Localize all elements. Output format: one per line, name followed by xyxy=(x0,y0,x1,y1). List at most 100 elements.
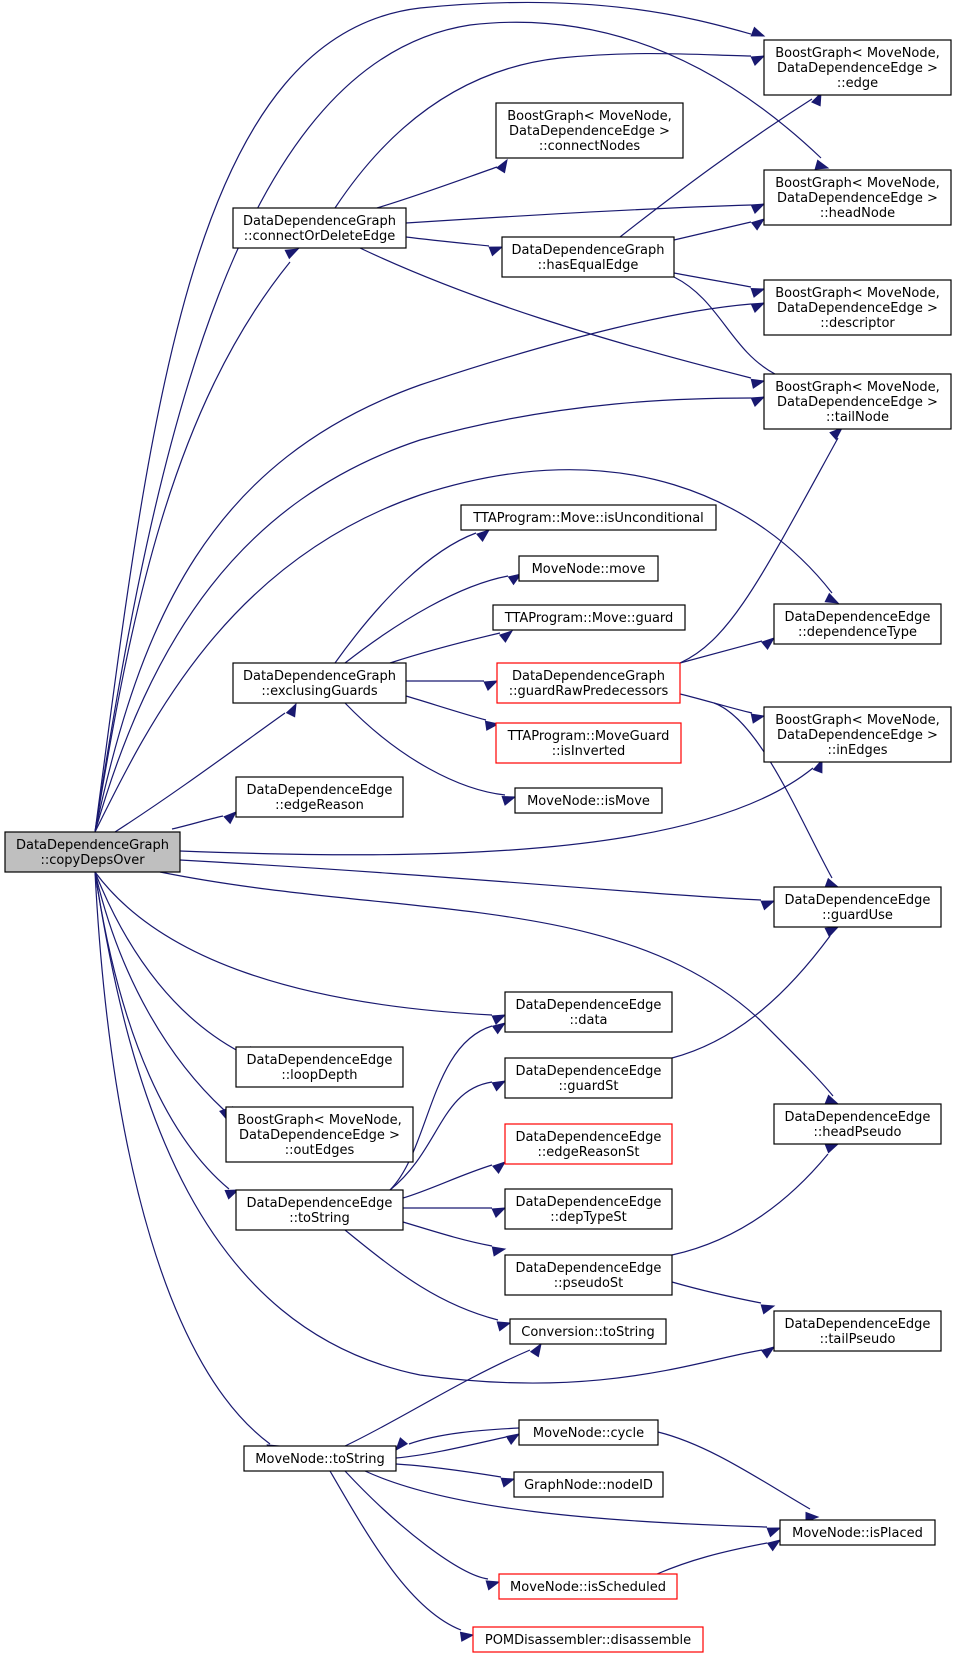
node-conv_toString[interactable]: Conversion::toString xyxy=(509,1318,667,1345)
node-box xyxy=(4,831,181,873)
node-mn_move[interactable]: MoveNode::move xyxy=(518,555,659,582)
edges-layer xyxy=(94,1,844,1642)
edge-root-to-dde_loopDepth xyxy=(94,871,252,1060)
edge-line xyxy=(679,437,839,664)
node-dde_headPseudo[interactable]: DataDependenceEdge::headPseudo xyxy=(773,1103,942,1145)
node-dde_toString[interactable]: DataDependenceEdge::toString xyxy=(235,1189,404,1231)
node-mn_cycle[interactable]: MoveNode::cycle xyxy=(518,1419,659,1446)
node-bg_edge[interactable]: BoostGraph< MoveNode,DataDependenceEdge … xyxy=(763,39,952,96)
edge-line xyxy=(671,1153,829,1256)
edge-ddg_guardRawPredecessors-to-bg_inEdges xyxy=(679,693,766,724)
node-mn_toString[interactable]: MoveNode::toString xyxy=(243,1445,397,1472)
node-label-line: BoostGraph< MoveNode, xyxy=(775,380,940,395)
node-label-line: DataDependenceEdge xyxy=(516,1261,662,1276)
node-label-line: ::loopDepth xyxy=(281,1068,357,1083)
node-label-line: DataDependenceGraph xyxy=(511,243,664,258)
node-ddg_hasEqualEdge[interactable]: DataDependenceGraph::hasEqualEdge xyxy=(501,236,675,278)
edge-line xyxy=(94,871,271,1445)
arrow-head-icon xyxy=(491,1246,507,1257)
node-bg_outEdges[interactable]: BoostGraph< MoveNode,DataDependenceEdge … xyxy=(225,1106,414,1163)
node-bg_inEdges[interactable]: BoostGraph< MoveNode,DataDependenceEdge … xyxy=(763,706,952,763)
node-dde_guardUse[interactable]: DataDependenceEdge::guardUse xyxy=(773,886,942,928)
node-label-line: MoveNode::move xyxy=(532,562,646,577)
node-ddg_exclusingGuards[interactable]: DataDependenceGraph::exclusingGuards xyxy=(232,662,407,704)
arrow-head-icon xyxy=(483,680,499,691)
node-label-line: ::pseudoSt xyxy=(554,1276,624,1291)
node-label-line: ::edge xyxy=(837,76,878,91)
edge-line xyxy=(389,1025,493,1191)
edge-line xyxy=(344,1229,499,1321)
node-tta_guard[interactable]: TTAProgram::Move::guard xyxy=(492,604,686,631)
node-dde_depTypeSt[interactable]: DataDependenceEdge::depTypeSt xyxy=(504,1188,673,1230)
edge-dde_toString-to-dde_pseudoSt xyxy=(402,1221,507,1257)
node-label-line: ::guardRawPredecessors xyxy=(509,684,669,699)
node-dde_tailPseudo[interactable]: DataDependenceEdge::tailPseudo xyxy=(773,1310,942,1352)
node-mn_isPlaced[interactable]: MoveNode::isPlaced xyxy=(779,1519,936,1546)
node-box xyxy=(513,1471,664,1498)
arrow-head-icon xyxy=(811,91,822,107)
node-gn_nodeID[interactable]: GraphNode::nodeID xyxy=(513,1471,664,1498)
node-ddg_guardRawPredecessors[interactable]: DataDependenceGraph::guardRawPredecessor… xyxy=(496,662,681,704)
node-label-line: DataDependenceEdge xyxy=(785,893,931,908)
node-dde_data[interactable]: DataDependenceEdge::data xyxy=(504,991,673,1033)
edge-root-to-bg_headNode xyxy=(94,21,830,833)
edge-root-to-ddg_exclusingGuards xyxy=(114,702,297,833)
node-mn_isMove[interactable]: MoveNode::isMove xyxy=(514,787,663,814)
node-pom_disassemble[interactable]: POMDisassembler::disassemble xyxy=(472,1626,704,1653)
node-bg_descriptor[interactable]: BoostGraph< MoveNode,DataDependenceEdge … xyxy=(763,279,952,336)
node-label-line: DataDependenceEdge xyxy=(247,1053,393,1068)
node-label-line: DataDependenceEdge > xyxy=(777,301,938,316)
arrow-head-icon xyxy=(459,1631,475,1642)
edge-dde_toString-to-dde_edgeReasonSt xyxy=(402,1161,507,1199)
arrow-head-icon xyxy=(491,1014,507,1025)
arrow-head-icon xyxy=(498,630,514,643)
node-label-line: ::guardSt xyxy=(559,1079,619,1094)
node-label-line: MoveNode::isMove xyxy=(527,794,650,809)
arrow-head-icon xyxy=(824,1094,840,1105)
edge-ddg_exclusingGuards-to-tta_isInverted xyxy=(405,695,500,731)
node-dde_edgeReasonSt[interactable]: DataDependenceEdge::edgeReasonSt xyxy=(504,1123,673,1165)
node-dde_loopDepth[interactable]: DataDependenceEdge::loopDepth xyxy=(235,1046,404,1088)
node-label-line: DataDependenceGraph xyxy=(512,669,665,684)
node-dde_edgeReason[interactable]: DataDependenceEdge::edgeReason xyxy=(235,776,404,818)
node-label-line: DataDependenceEdge xyxy=(516,1130,662,1145)
node-root[interactable]: DataDependenceGraph::copyDepsOver xyxy=(4,831,181,873)
edge-dde_pseudoSt-to-dde_tailPseudo xyxy=(671,1281,776,1315)
edge-line xyxy=(389,1081,493,1191)
node-label-line: ::outEdges xyxy=(285,1143,355,1158)
node-box xyxy=(504,991,673,1033)
arrow-head-icon xyxy=(750,713,766,724)
edge-root-to-dde_guardUse xyxy=(179,859,776,911)
edge-line xyxy=(94,397,752,833)
node-label-line: DataDependenceEdge xyxy=(247,783,393,798)
node-tta_isUnconditional[interactable]: TTAProgram::Move::isUnconditional xyxy=(460,504,717,531)
node-dde_pseudoSt[interactable]: DataDependenceEdge::pseudoSt xyxy=(504,1254,673,1296)
node-ddg_connectOrDeleteEdge[interactable]: DataDependenceGraph::connectOrDeleteEdge xyxy=(232,207,407,249)
edge-ddg_exclusingGuards-to-tta_guard xyxy=(389,630,514,664)
edge-line xyxy=(408,1427,520,1445)
edge-root-to-dde_edgeReason xyxy=(171,811,238,830)
node-dde_dependenceType[interactable]: DataDependenceEdge::dependenceType xyxy=(773,603,942,645)
arrow-head-icon xyxy=(805,1511,820,1523)
node-label-line: BoostGraph< MoveNode, xyxy=(237,1113,402,1128)
node-bg_connectNodes[interactable]: BoostGraph< MoveNode,DataDependenceEdge … xyxy=(495,102,684,159)
node-label-line: DataDependenceEdge xyxy=(785,1110,931,1125)
node-tta_isInverted[interactable]: TTAProgram::MoveGuard::isInverted xyxy=(495,722,682,764)
node-label-line: DataDependenceEdge > xyxy=(777,728,938,743)
edge-mn_cycle-to-mn_isPlaced xyxy=(657,1431,820,1523)
node-box xyxy=(779,1519,936,1546)
node-label-line: ::inEdges xyxy=(827,743,887,758)
node-box xyxy=(773,1103,942,1145)
edge-line xyxy=(364,1470,768,1528)
edge-dde_toString-to-dde_data xyxy=(389,1022,507,1191)
arrow-head-icon xyxy=(500,1477,516,1488)
edge-line xyxy=(673,272,752,288)
edge-line xyxy=(389,632,501,664)
node-bg_headNode[interactable]: BoostGraph< MoveNode,DataDependenceEdge … xyxy=(763,169,952,226)
node-bg_tailNode[interactable]: BoostGraph< MoveNode,DataDependenceEdge … xyxy=(763,373,952,430)
node-dde_guardSt[interactable]: DataDependenceEdge::guardSt xyxy=(504,1057,673,1099)
edge-line xyxy=(344,1349,531,1447)
node-label-line: BoostGraph< MoveNode, xyxy=(775,286,940,301)
node-mn_isScheduled[interactable]: MoveNode::isScheduled xyxy=(498,1573,678,1600)
node-label-line: BoostGraph< MoveNode, xyxy=(775,176,940,191)
